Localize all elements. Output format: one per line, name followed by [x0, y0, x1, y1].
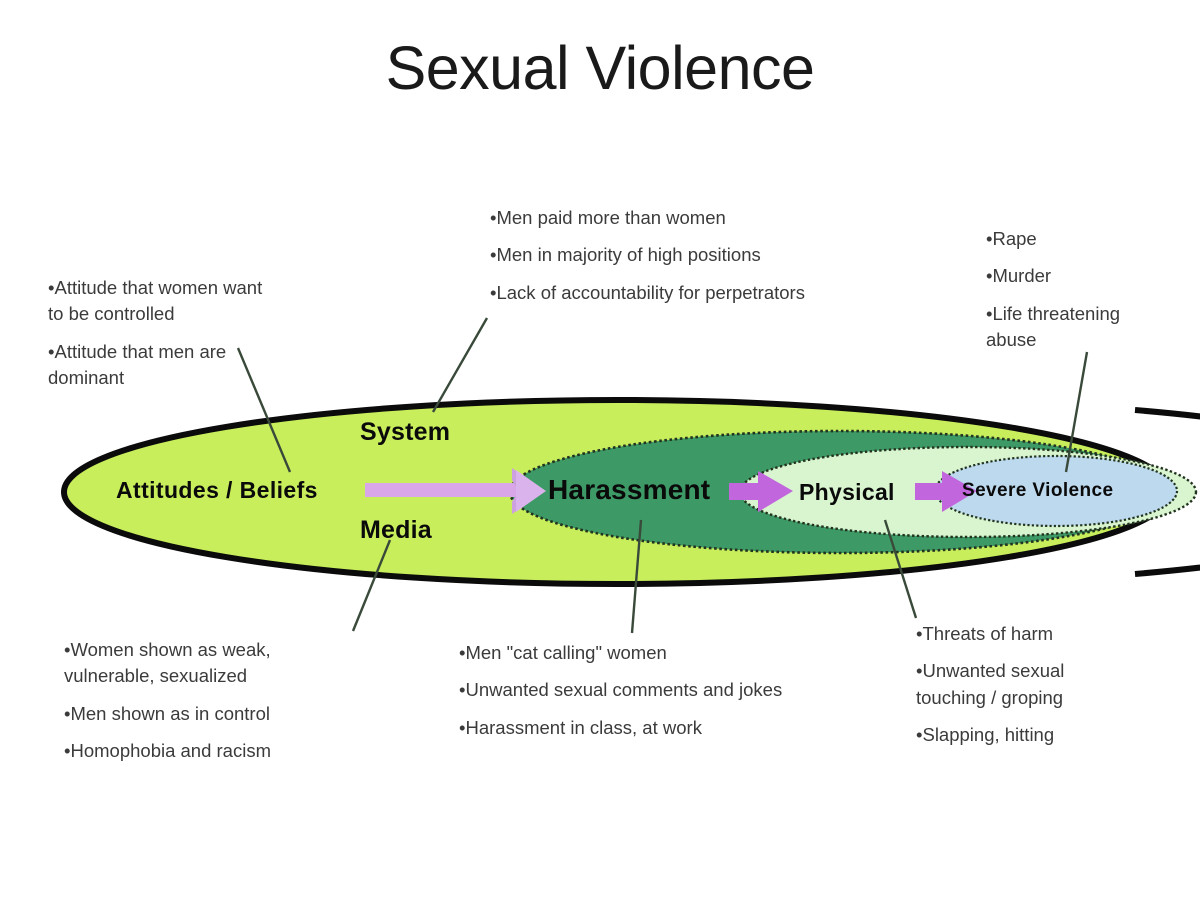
- callout-physical-line-2: •Unwanted sexual touching / groping: [916, 660, 1065, 708]
- arrow-attitudes-to-harassment: [365, 468, 546, 514]
- callout-media-line-1: •Women shown as weak, vulnerable, sexual…: [64, 639, 271, 687]
- callout-attitudes-line-1: •Attitude that women want to be controll…: [48, 277, 263, 325]
- ellipse-label-harassment: Harassment: [548, 474, 711, 505]
- ellipse-label-media: Media: [360, 516, 432, 544]
- ellipse-label-severe-violence: Severe Violence: [962, 480, 1114, 501]
- connector-physical: [883, 519, 918, 619]
- callout-severe-line-3: •Life threatening abuse: [986, 302, 1121, 350]
- arrow-physical-to-severe-violence: [915, 471, 977, 512]
- callout-system-line-3: •Lack of accountability for perpetrators: [490, 281, 805, 303]
- callout-physical-line-1: •Threats of harm: [916, 623, 1054, 644]
- callout-physical: •Threats of harm •Unwanted sexual touchi…: [916, 621, 1131, 748]
- callout-system-line-1: •Men paid more than women: [490, 207, 726, 228]
- severe-violence-ellipse: [933, 454, 1179, 528]
- connector-system: [431, 317, 489, 413]
- callout-harassment-line-1: •Men "cat calling" women: [459, 642, 667, 663]
- callout-media: •Women shown as weak, vulnerable, sexual…: [64, 637, 374, 764]
- callout-harassment-line-2: •Unwanted sexual comments and jokes: [459, 679, 783, 701]
- callout-severe-violence: •Rape •Murder •Life threatening abuse: [986, 226, 1176, 353]
- ellipse-label-physical: Physical: [799, 479, 895, 505]
- callout-harassment: •Men "cat calling" women •Unwanted sexua…: [459, 640, 884, 741]
- callout-system: •Men paid more than women •Men in majori…: [490, 205, 910, 306]
- ellipse-label-attitudes-beliefs: Attitudes / Beliefs: [116, 477, 318, 503]
- callout-system-line-2: •Men in majority of high positions: [490, 244, 761, 266]
- callout-attitudes: •Attitude that women want to be controll…: [48, 275, 348, 391]
- callout-media-line-2: •Men shown as in control: [64, 702, 270, 724]
- callout-media-line-3: •Homophobia and racism: [64, 739, 271, 761]
- connector-media: [351, 539, 392, 632]
- callout-physical-line-3: •Slapping, hitting: [916, 723, 1055, 745]
- connector-harassment: [630, 519, 643, 634]
- callout-harassment-line-3: •Harassment in class, at work: [459, 716, 702, 738]
- connector-attitudes: [236, 347, 292, 473]
- callout-severe-line-2: •Murder: [986, 265, 1052, 287]
- page-title: Sexual Violence: [385, 34, 815, 102]
- callout-severe-line-1: •Rape: [986, 228, 1037, 249]
- arrow-harassment-to-physical: [729, 471, 793, 512]
- connector-severe: [1064, 351, 1089, 473]
- callout-attitudes-line-2: •Attitude that men are dominant: [48, 340, 227, 388]
- ellipse-label-system: System: [360, 418, 451, 446]
